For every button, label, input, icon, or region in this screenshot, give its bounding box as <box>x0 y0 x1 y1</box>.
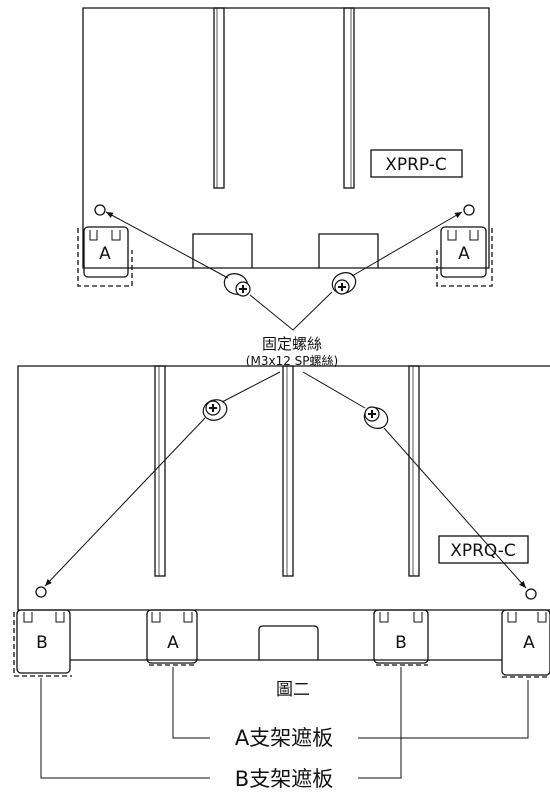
top-bracket-left-letter: A <box>99 244 111 264</box>
screw-callout-spec: (M3x12 SP螺絲) <box>246 353 338 368</box>
bottom-panel-slot-3 <box>408 365 420 577</box>
legend-b-label: B支架遮板 <box>235 767 333 791</box>
bottom-bracket-4-letter: A <box>523 633 535 653</box>
legend-lines <box>40 667 529 779</box>
bottom-screw-right <box>363 406 389 429</box>
bottom-panel-tab <box>258 625 319 660</box>
top-panel-tab-left <box>192 233 253 268</box>
top-panel-hole-left <box>94 204 106 216</box>
top-panel-model-box <box>370 149 463 178</box>
bottom-bracket-4 <box>501 609 550 678</box>
top-panel <box>77 7 493 287</box>
top-bracket-right-letter: A <box>458 244 470 264</box>
bottom-bracket-2 <box>146 609 198 666</box>
figure-caption: 圖二 <box>276 680 310 700</box>
top-leader-lines <box>105 211 463 331</box>
bottom-bracket-3-letter: B <box>395 633 407 653</box>
bottom-panel-hole-left <box>35 586 47 598</box>
bottom-panel-hole-right <box>525 588 537 600</box>
bottom-bracket-3 <box>373 609 429 666</box>
top-panel-hole-right <box>463 204 475 216</box>
top-bracket-right <box>436 226 493 287</box>
top-panel-slot-right <box>343 7 355 189</box>
top-screw-right <box>331 272 357 295</box>
top-bracket-left <box>77 226 133 287</box>
top-panel-model-label: XPRP-C <box>385 155 447 175</box>
bottom-panel-model-label: XPRQ-C <box>450 541 516 561</box>
bottom-panel-slot-1 <box>154 365 166 577</box>
top-screw-left <box>223 273 251 297</box>
bottom-bracket-1-letter: B <box>36 633 48 653</box>
top-panel-tab-right <box>318 233 379 268</box>
bottom-screw-left <box>202 399 228 421</box>
legend-a-label: A支架遮板 <box>235 726 333 750</box>
bottom-panel-slot-2 <box>282 365 294 577</box>
top-panel-outline <box>82 7 490 269</box>
top-panel-slot-left <box>213 7 225 189</box>
bottom-bracket-2-letter: A <box>167 633 179 653</box>
bottom-panel-outline <box>17 365 550 611</box>
bottom-leader-lines <box>44 371 527 589</box>
bottom-panel <box>13 365 550 678</box>
screw-callout-title: 固定螺絲 <box>262 335 322 353</box>
bottom-bracket-1 <box>13 609 72 677</box>
